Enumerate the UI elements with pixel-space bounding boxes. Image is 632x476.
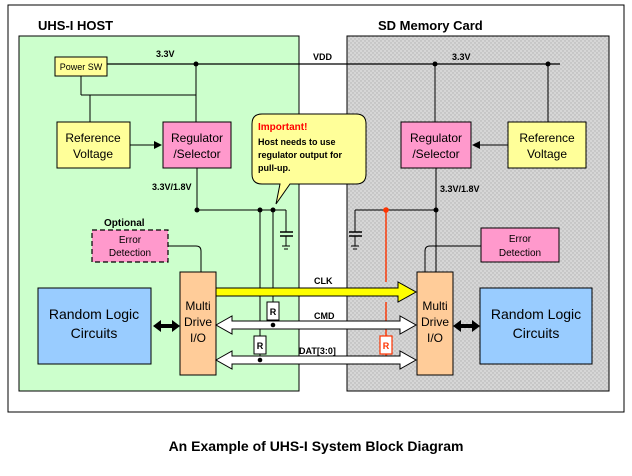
callout-heading: Important!: [258, 122, 307, 133]
card-reg-out-label: 3.3V/1.8V: [440, 184, 480, 194]
host-random-logic-box: [37, 287, 152, 365]
card-resistor-label: R: [383, 341, 390, 351]
vdd-label: VDD: [313, 52, 333, 62]
card-multi-drive-line2: Drive: [421, 315, 449, 329]
card-error-detection-line2: Detection: [499, 248, 541, 259]
card-title: SD Memory Card: [378, 18, 483, 33]
host-reference-voltage-line2: Voltage: [73, 147, 113, 161]
host-resistor-cmd-label: R: [270, 307, 277, 317]
host-logic-io-arrow: [153, 320, 180, 332]
callout-line2: regulator output for: [258, 150, 342, 160]
diagram-caption: An Example of UHS-I System Block Diagram: [169, 438, 464, 454]
card-error-detection-box: [480, 227, 560, 263]
host-random-logic-line1: Random Logic: [49, 306, 139, 322]
host-reference-voltage-box: [56, 121, 131, 169]
card-random-logic-box: [479, 287, 593, 365]
host-error-detection-line1: Error: [119, 235, 142, 246]
card-random-logic-line1: Random Logic: [491, 306, 581, 322]
host-regulator-box: [162, 121, 232, 169]
card-3v3-label: 3.3V: [452, 52, 471, 62]
card-regulator-line1: Regulator: [410, 131, 462, 145]
optional-label: Optional: [104, 218, 145, 229]
card-regulator-box: [400, 121, 472, 169]
host-multi-drive-line3: I/O: [190, 331, 206, 345]
callout-line3: pull-up.: [258, 163, 291, 173]
dat-label: DAT[3:0]: [299, 346, 336, 356]
host-error-detection-box: [91, 229, 169, 263]
card-logic-io-arrow: [453, 320, 480, 332]
host-multi-drive-io: [179, 271, 217, 376]
card-random-logic-line2: Circuits: [513, 325, 560, 341]
host-multi-drive-line1: Multi: [185, 299, 210, 313]
card-reference-voltage-line2: Voltage: [527, 147, 567, 161]
host-regulator-line2: /Selector: [173, 147, 220, 161]
host-resistor-dat-label: R: [257, 341, 264, 351]
clk-label: CLK: [314, 276, 333, 286]
important-callout: [251, 113, 367, 205]
power-sw-label: Power SW: [60, 62, 103, 72]
host-regulator-line1: Regulator: [171, 131, 223, 145]
cmd-label: CMD: [314, 311, 335, 321]
clk-bus-arrow: [215, 281, 418, 303]
card-error-detection-line1: Error: [509, 234, 532, 245]
card-multi-drive-io: [416, 271, 454, 376]
card-reference-voltage-line1: Reference: [519, 131, 575, 145]
card-regulator-line2: /Selector: [412, 147, 459, 161]
host-3v3-label: 3.3V: [156, 49, 175, 59]
host-reference-voltage-line1: Reference: [65, 131, 121, 145]
card-multi-drive-line3: I/O: [427, 331, 443, 345]
card-multi-drive-line1: Multi: [422, 299, 447, 313]
callout-line1: Host needs to use: [258, 137, 336, 147]
host-title: UHS-I HOST: [38, 18, 113, 33]
cmd-bus-arrow: [214, 315, 418, 335]
host-reg-out-label: 3.3V/1.8V: [152, 182, 192, 192]
card-reference-voltage-box: [507, 121, 587, 169]
host-error-detection-line2: Detection: [109, 248, 151, 259]
host-random-logic-line2: Circuits: [71, 325, 118, 341]
host-multi-drive-line2: Drive: [184, 315, 212, 329]
dat-bus-arrow: [214, 350, 418, 370]
